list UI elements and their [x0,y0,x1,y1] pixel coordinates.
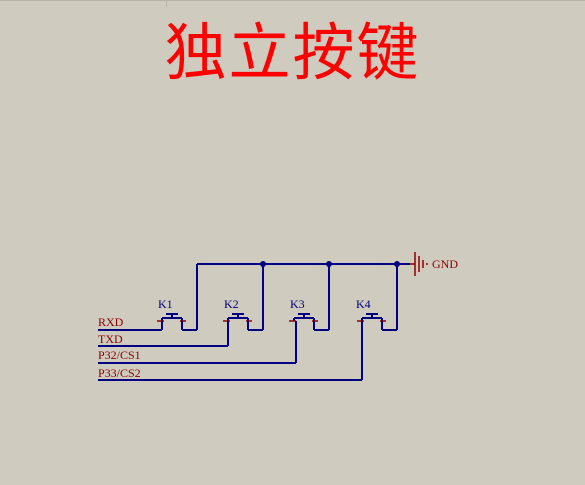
schematic-title: 独立按键 [164,16,421,89]
net-label: P32/CS1 [98,348,141,362]
switch-ref-label: K4 [356,297,371,311]
gnd-label: GND [432,257,458,271]
junction-dot [326,261,332,267]
net-txd: TXD [98,332,229,347]
switch-ref-label: K2 [224,297,239,311]
switch-ref-label: K1 [158,297,173,311]
net-label: TXD [98,332,123,346]
net-label: RXD [98,315,124,329]
gnd-symbol: GND [410,252,458,276]
junction-dot [394,261,400,267]
net-p33: P33/CS2 [98,366,362,381]
switch-k2: K2 [223,297,263,342]
net-label: P33/CS2 [98,366,141,380]
ground-bus [196,261,410,330]
switch-ref-label: K3 [290,297,305,311]
junction-dot [260,261,266,267]
net-p32: P32/CS1 [98,348,296,364]
switch-k3: K3 [289,297,329,363]
net-rxd: RXD [98,315,163,331]
switch-k4: K4 [356,297,397,380]
sheet-border-top [0,0,585,7]
sheet-border-tick [166,0,167,7]
